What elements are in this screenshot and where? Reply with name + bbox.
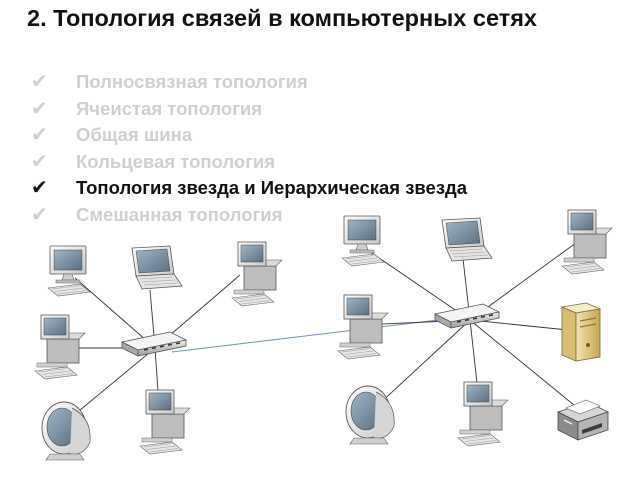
server-tower-icon: [561, 302, 601, 362]
desktop-pc-icon: [34, 314, 86, 380]
trunk-link: [171, 317, 456, 353]
laptop-icon: [441, 217, 493, 262]
crt-monitor-icon: [345, 385, 395, 445]
checkmark-icon: ✔: [31, 150, 48, 173]
topology-item-label: Смешанная топология: [76, 203, 283, 225]
star-topology-diagram: [34, 209, 613, 461]
topology-item-label: Ячеистая топология: [76, 97, 263, 119]
laptop-icon: [131, 245, 183, 290]
desktop-pc-icon: [231, 241, 283, 307]
network-switch-icon: [434, 303, 500, 329]
topology-item-ring: ✔ Кольцевая топология: [31, 149, 467, 176]
network-switch-icon: [121, 331, 187, 357]
lcd-monitor-icon: [47, 245, 91, 297]
slide-title: 2. Топология связей в компьютерных сетях: [27, 5, 538, 31]
checkmark-icon: ✔: [31, 177, 48, 200]
topology-item-label: Общая шина: [76, 124, 193, 146]
desktop-pc-icon: [139, 389, 191, 455]
checkmark-icon: ✔: [31, 97, 48, 120]
topology-item-full-mesh: ✔ Полносвязная топология: [31, 69, 467, 96]
printer-icon: [557, 399, 609, 441]
checkmark-icon: ✔: [31, 124, 48, 147]
desktop-pc-icon: [457, 381, 509, 447]
topology-item-label: Полносвязная топология: [76, 71, 308, 93]
topology-item-label: Топология звезда и Иерархическая звезда: [76, 177, 468, 199]
topology-item-bus: ✔ Общая шина: [31, 122, 467, 149]
topology-item-label: Кольцевая топология: [76, 150, 276, 172]
lcd-monitor-icon: [341, 215, 385, 267]
crt-monitor-icon: [41, 401, 91, 461]
topology-item-star: ✔ Топология звезда и Иерархическая звезд…: [31, 175, 467, 202]
checkmark-icon: ✔: [31, 71, 48, 94]
checkmark-icon: ✔: [31, 203, 48, 226]
topology-item-mixed: ✔ Смешанная топология: [31, 202, 467, 229]
topology-item-mesh: ✔ Ячеистая топология: [31, 96, 467, 123]
topology-list: ✔ Полносвязная топология ✔ Ячеистая топо…: [31, 69, 467, 228]
desktop-pc-icon: [561, 209, 613, 275]
desktop-pc-icon: [337, 294, 389, 360]
